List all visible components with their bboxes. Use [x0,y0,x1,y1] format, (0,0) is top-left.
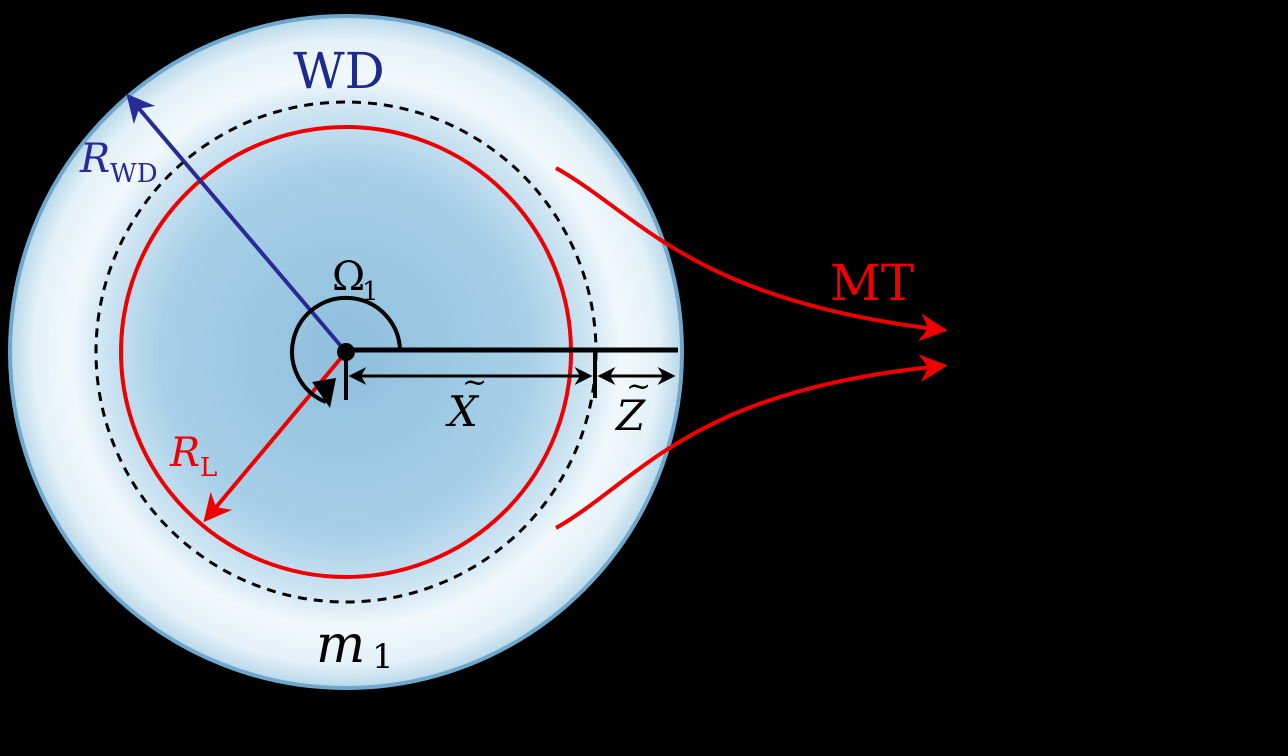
z-tilde-accent: ~ [626,369,651,404]
x-tilde-accent: ~ [462,365,487,400]
mass-symbol: m [316,615,365,675]
wd-radius-symbol: R [79,136,110,182]
angle-subscript: 1 [362,277,379,307]
center-point-icon [337,343,355,361]
lobe-radius-subscript: L [200,453,217,483]
lobe-radius-symbol: R [169,430,200,476]
wd-radius-subscript: WD [110,159,158,189]
angle-symbol: Ω [332,254,365,300]
mass-transfer-label: MT [830,254,915,312]
wd-label: WD [293,42,384,100]
mass-subscript: 1 [372,637,394,677]
